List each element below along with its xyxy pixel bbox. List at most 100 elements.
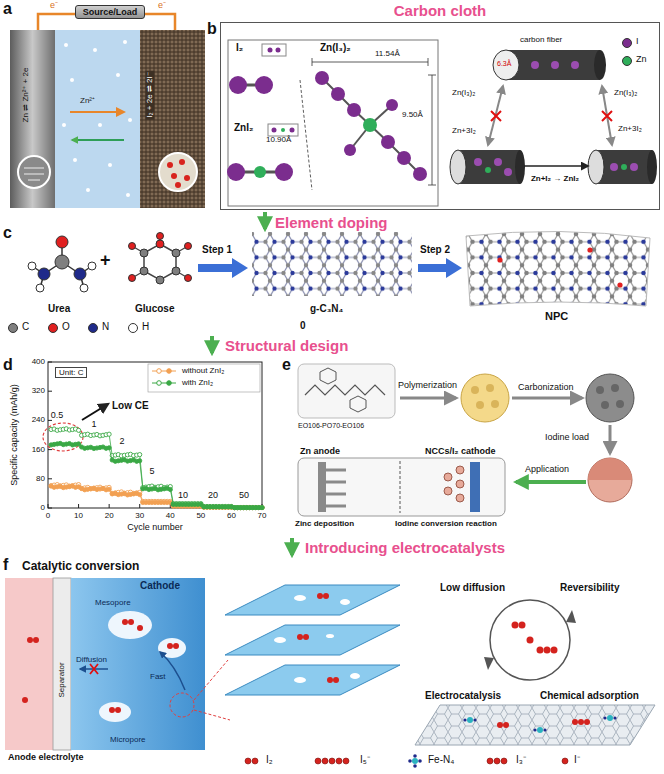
axis-tick <box>48 362 52 363</box>
legend-sample <box>152 383 176 384</box>
label: 9.50Å <box>402 110 423 119</box>
label: 80 <box>36 474 45 483</box>
legend-swatch <box>88 323 98 333</box>
legend-sample <box>152 371 176 372</box>
label: 0 <box>300 320 306 332</box>
carbon-fiber-cylinders <box>450 50 657 184</box>
legend-sample <box>418 759 422 763</box>
legend-label: N <box>102 321 109 333</box>
synthesis-scheme <box>298 364 634 516</box>
axis-tick <box>48 391 52 392</box>
data-line <box>51 486 262 508</box>
battery-illustration <box>10 14 205 208</box>
data-line <box>51 443 262 507</box>
data-point <box>260 506 264 510</box>
label: 2 <box>119 436 124 446</box>
label: Zinc deposition <box>295 519 354 528</box>
label: Zn anode <box>300 446 340 456</box>
label: f <box>3 556 8 574</box>
legend-sample <box>494 758 500 764</box>
label: Electrocatalysis <box>425 690 501 702</box>
legend-sample <box>408 759 412 763</box>
label: Element doping <box>275 214 388 231</box>
legend-label: H <box>142 321 149 333</box>
label: 60 <box>227 511 236 520</box>
legend-swatch <box>622 38 632 48</box>
label: 50 <box>239 490 249 500</box>
legend-sample <box>562 758 568 764</box>
legend-swatch <box>48 323 58 333</box>
label: Low CE <box>112 400 149 412</box>
label: Diffusion <box>76 655 107 664</box>
legend-swatch <box>128 323 138 333</box>
data-point <box>107 446 111 450</box>
label: Chemical adsorption <box>540 690 639 702</box>
legend-swatch <box>622 56 632 66</box>
label: e⁻ <box>50 0 58 10</box>
label: Structural design <box>225 337 348 354</box>
label: Zn+3I₂ <box>452 126 476 135</box>
label: 20 <box>208 490 218 500</box>
unit-box: Unit: C <box>55 367 87 378</box>
label: Fast <box>150 672 166 681</box>
label: Zn(I₃)₂ <box>614 88 637 97</box>
axis-tick <box>139 504 140 508</box>
label: Reversibility <box>560 582 619 594</box>
label: b <box>207 20 217 38</box>
node-label: Unit: C <box>59 368 83 377</box>
legend-sample <box>343 758 349 764</box>
label: Zn+I₂ → ZnI₂ <box>531 174 579 183</box>
label: + <box>100 250 111 271</box>
data-point <box>138 493 142 497</box>
legend-sample <box>315 758 321 764</box>
axis-tick <box>48 478 52 479</box>
data-point <box>260 506 264 510</box>
label: Step 2 <box>420 244 450 256</box>
label: Polymerization <box>398 380 457 390</box>
label: Iodine load <box>545 432 589 442</box>
label: I₂ <box>236 42 243 54</box>
data-point <box>168 487 172 491</box>
label: Catalytic conversion <box>22 560 139 574</box>
legend-sample <box>413 764 417 768</box>
axis-tick <box>48 420 52 421</box>
label: c <box>3 224 12 242</box>
legend-sample <box>157 369 162 374</box>
legend-sample <box>167 369 172 374</box>
legend-sample <box>322 758 328 764</box>
label: Carbonization <box>518 382 574 392</box>
label: Low diffusion <box>440 582 505 594</box>
source-load-box: Source/Load <box>75 5 146 19</box>
label: Glucose <box>135 303 174 315</box>
data-point <box>107 432 111 436</box>
label: 10 <box>74 511 83 520</box>
data-point <box>260 506 264 510</box>
legend-label: without ZnI₂ <box>182 366 224 375</box>
legend-label: I₂ <box>266 754 273 766</box>
data-point <box>260 506 264 510</box>
legend-sample <box>336 758 342 764</box>
label: Anode electrolyte <box>8 752 84 762</box>
label: Separator <box>57 662 66 697</box>
data-point <box>107 487 111 491</box>
label: Zn(I₃)₂ <box>452 88 475 97</box>
legend-sample <box>252 758 258 764</box>
label: 0 <box>41 503 45 512</box>
label: Zn²⁺ <box>80 96 95 105</box>
label: a <box>3 0 12 18</box>
label: 30 <box>135 511 144 520</box>
label: NPC <box>545 310 568 323</box>
legend-sample <box>167 381 172 386</box>
label: 240 <box>32 415 45 424</box>
data-point <box>77 428 81 432</box>
label: 1 <box>91 419 96 429</box>
label: 0.5 <box>51 410 64 420</box>
label: 10 <box>178 490 188 500</box>
label: Introducing electrocatalysts <box>305 539 505 556</box>
label: Mesopore <box>95 598 131 607</box>
legend-label: Zn <box>636 54 647 64</box>
label: 400 <box>32 357 45 366</box>
label: 70 <box>258 511 267 520</box>
rate-chart-frame <box>43 362 262 508</box>
